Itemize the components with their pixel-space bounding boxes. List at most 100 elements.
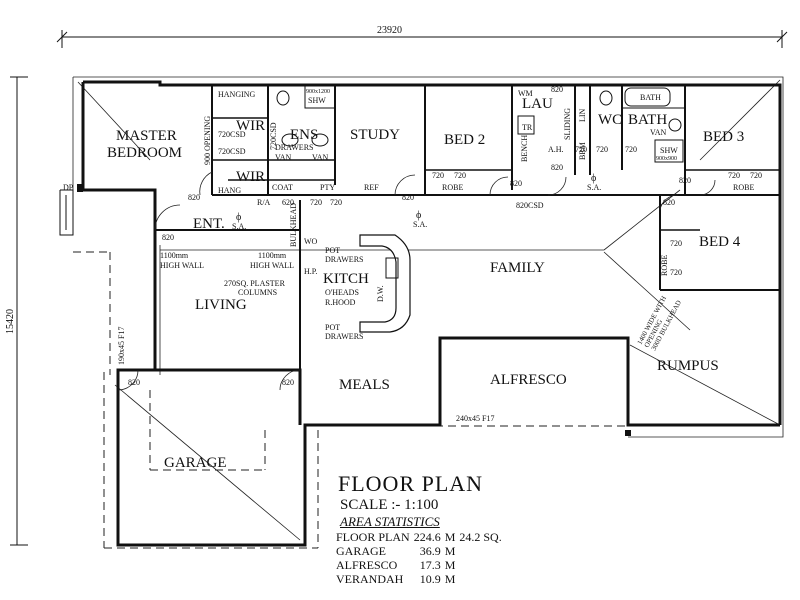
note-dp: DP	[63, 183, 74, 192]
note-robe3: ROBE	[660, 255, 669, 276]
note-opening: 900 OPENING	[203, 116, 212, 165]
note-wo: WO	[304, 237, 318, 246]
note-ref: REF	[364, 183, 379, 192]
room-bath-label: BATH	[628, 112, 667, 128]
note-pot-drawers-b: DRAWERS	[325, 255, 363, 264]
bathtub	[624, 87, 671, 107]
note-sa-ent: S.A.	[232, 222, 246, 231]
note-drawers2: DRAWERS	[325, 332, 363, 341]
note-shw2: SHW	[660, 146, 678, 155]
door-720-lin: 720	[575, 145, 587, 154]
room-bed4-label: BED 4	[699, 234, 741, 250]
ensuite-toilet	[276, 90, 290, 106]
door-720-pty-a: 720	[310, 198, 322, 207]
note-sliding: SLIDING	[563, 108, 572, 140]
note-robe: ROBE	[442, 183, 463, 192]
area-label: GARAGE	[336, 544, 386, 558]
door-820-garage: 820	[128, 378, 140, 387]
note-bench: BENCH	[520, 135, 529, 162]
note-pot-drawers-a: POT	[325, 246, 340, 255]
area-label: VERANDAH	[336, 572, 404, 586]
door-820-bed4: 820	[663, 198, 675, 207]
post-marker	[625, 430, 631, 436]
room-wir-label: WIR	[236, 118, 265, 134]
area-unit: M	[444, 544, 456, 558]
area-value: 10.9	[419, 572, 441, 586]
depth-dimension: 15420	[5, 76, 28, 546]
note-highwall-a: 1100mm	[160, 251, 189, 260]
area-unit: M	[444, 572, 456, 586]
door-720-wc: 720	[625, 145, 637, 154]
door-820-study: 820	[402, 193, 414, 202]
note-coat: COAT	[272, 183, 293, 192]
note-wm: WM	[518, 89, 533, 98]
note-brm: BRM	[578, 142, 587, 160]
room-meals-label: MEALS	[339, 377, 390, 393]
downpipe-marker	[77, 184, 83, 192]
note-ra: R/A	[257, 198, 271, 207]
table-row: ALFRESCO 17.3 M	[336, 558, 506, 572]
table-row: GARAGE 36.9 M	[336, 544, 506, 558]
door-820-bed3: 820	[679, 176, 691, 185]
wc-toilet	[599, 90, 613, 106]
note-highwall-c: 1100mm	[258, 251, 287, 260]
note-pty: PTY	[320, 183, 335, 192]
note-hang: HANG	[218, 186, 241, 195]
door-820-wir: 820	[188, 193, 200, 202]
ensuite-basin-1	[281, 133, 299, 147]
door-820-ent: 820	[162, 233, 174, 242]
room-master-label: MASTER	[116, 128, 177, 144]
room-kitch-label: KITCH	[323, 271, 369, 287]
area-label: ALFRESCO	[336, 558, 398, 572]
note-hp: H.P.	[304, 267, 317, 276]
roof-outline	[72, 76, 784, 549]
room-wir2-label: WIR	[236, 169, 265, 185]
legend-title: FLOOR PLAN	[338, 471, 484, 496]
bathroom-shower	[654, 139, 684, 163]
door-820-lau: 820	[551, 163, 563, 172]
door-720-bed2-b: 720	[454, 171, 466, 180]
note-720csd-b: 720CSD	[218, 147, 246, 156]
note-hanging: HANGING	[218, 90, 256, 99]
note-van3: VAN	[650, 128, 667, 137]
area-label: FLOOR PLAN	[336, 530, 410, 544]
door-820-garage-int: 820	[282, 378, 294, 387]
area-value: 17.3	[419, 558, 441, 572]
note-tr: TR	[522, 123, 533, 132]
note-620: 620	[282, 198, 294, 207]
note-oheads: O'HEADS	[325, 288, 359, 297]
note-highwall-d: HIGH WALL	[250, 261, 294, 270]
area-extra	[459, 544, 505, 558]
depth-dimension-label: 15420	[5, 309, 16, 334]
note-beam: 190x45 F17	[117, 327, 126, 365]
note-phi-bed: ϕ	[591, 173, 596, 184]
door-720-bed4-b: 720	[670, 268, 682, 277]
note-sa-hall: S.A.	[413, 220, 427, 229]
note-bulkhead: BULKHEAD	[289, 203, 298, 247]
door-720-pty-b: 720	[330, 198, 342, 207]
area-extra	[459, 558, 505, 572]
area-unit: M	[444, 558, 456, 572]
width-dimension: 23920	[56, 25, 788, 48]
room-bedroom-label: BEDROOM	[107, 145, 182, 161]
door-720-bed3-b: 720	[750, 171, 762, 180]
area-extra: 24.2 SQ.	[459, 530, 502, 544]
note-dw: D.W.	[376, 285, 385, 302]
door-swings	[117, 171, 716, 391]
note-phi-ent: ϕ	[236, 212, 241, 223]
area-statistics-table: FLOOR PLAN 224.6 M 24.2 SQ. GARAGE 36.9 …	[336, 530, 506, 586]
note-shw: SHW	[308, 96, 326, 105]
note-beam2: 240x45 F17	[456, 414, 494, 423]
door-820-bed2: 820	[510, 179, 522, 188]
ensuite-basin-2	[311, 133, 329, 147]
note-720csd-c: 720CSD	[269, 122, 278, 150]
note-van: VAN	[275, 153, 292, 162]
door-720-bed3-a: 720	[728, 171, 740, 180]
area-value: 224.6	[413, 530, 441, 544]
note-rhood: R.HOOD	[325, 298, 356, 307]
note-sa-bed: S.A.	[587, 183, 601, 192]
floor-plan-legend: FLOOR PLAN SCALE :- 1:100 AREA STATISTIC…	[336, 471, 566, 587]
room-family-label: FAMILY	[490, 260, 545, 276]
area-value: 36.9	[419, 544, 441, 558]
